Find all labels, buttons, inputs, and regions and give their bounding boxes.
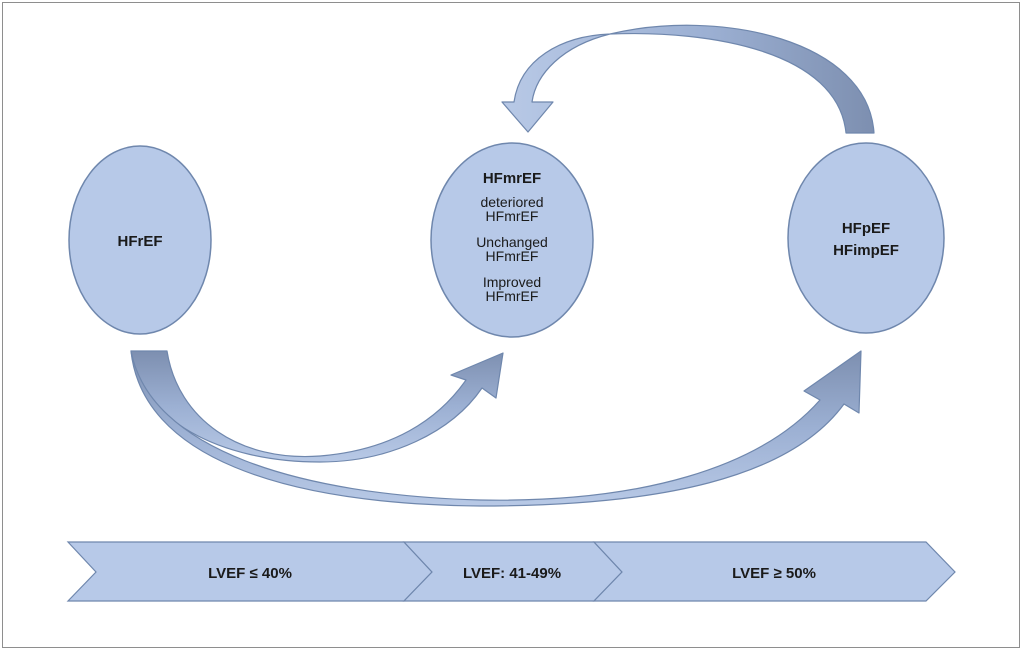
scale-label-3: LVEF ≥ 50%	[732, 565, 816, 582]
scale-chevron-3	[592, 541, 956, 602]
node-hfmref-subtype-2-line1: Unchanged	[476, 234, 548, 250]
arrow-hfref-to-hfmref-shape	[130, 350, 504, 463]
node-hfmref-subtype-2-line2: HFmrEF	[486, 248, 539, 264]
arrow-hfpef-to-hfmref-shape	[501, 24, 875, 134]
node-hfmref-title: HFmrEF	[483, 170, 541, 187]
arrow-hfref-to-hfpef	[130, 350, 862, 507]
scale-label-1: LVEF ≤ 40%	[208, 565, 292, 582]
node-hfref: HFrEF	[68, 145, 212, 335]
node-hfref-circle	[68, 145, 212, 335]
node-hfpef-circle	[787, 142, 945, 334]
node-hfmref-subtype-1-line2: HFmrEF	[486, 208, 539, 224]
node-hfpef-line1: HFpEF	[842, 220, 890, 237]
node-hfref-label: HFrEF	[118, 233, 163, 250]
lvef-scale: LVEF ≤ 40% LVEF: 41-49% LVEF ≥ 50%	[66, 541, 956, 602]
node-hfpef-line2: HFimpEF	[833, 242, 899, 259]
arrow-hfpef-to-hfmref	[501, 24, 875, 134]
arrow-hfref-to-hfmref	[130, 350, 504, 463]
scale-label-2: LVEF: 41-49%	[463, 565, 561, 582]
node-hfmref-circle	[430, 142, 594, 338]
node-hfmref-subtype-3-line1: Improved	[483, 274, 541, 290]
arrow-hfref-to-hfpef-shape	[130, 350, 862, 507]
node-hfmref: HFmrEF deteriored HFmrEF Unchanged HFmrE…	[430, 142, 594, 338]
node-hfpef: HFpEF HFimpEF	[787, 142, 945, 334]
node-hfmref-subtype-3-line2: HFmrEF	[486, 288, 539, 304]
node-hfmref-subtype-1-line1: deteriored	[480, 194, 543, 210]
